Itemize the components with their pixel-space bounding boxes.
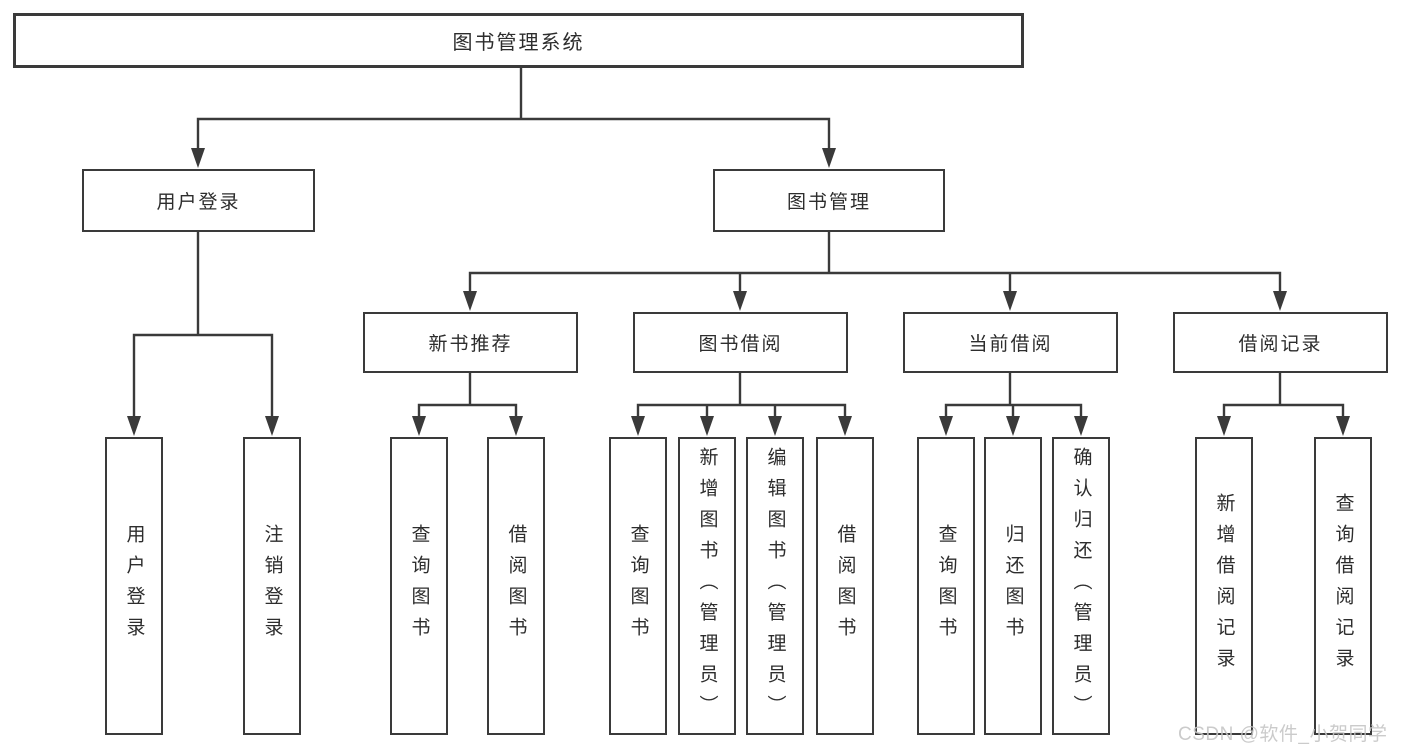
node-label: 当前借阅	[968, 334, 1053, 355]
arrow-down-icon	[1074, 416, 1088, 436]
arrow-down-icon	[265, 416, 279, 436]
connector-lines	[132, 66, 1345, 420]
arrow-down-icon	[463, 291, 477, 311]
node-book-management: 图书管理	[713, 169, 945, 232]
node-label: 借阅记录	[1238, 334, 1323, 355]
leaf-edit-books-admin: 编辑图书（管理员）	[746, 437, 804, 735]
node-label: 图书借阅	[698, 334, 783, 355]
arrow-down-icon	[631, 416, 645, 436]
arrow-down-icon	[700, 416, 714, 436]
leaf-logout: 注销登录	[243, 437, 301, 735]
node-label: 图书管理系统	[452, 32, 585, 54]
leaf-return-books: 归还图书	[984, 437, 1042, 735]
leaf-query-books-borrowing: 查询图书	[609, 437, 667, 735]
node-label: 归还图书	[1002, 524, 1024, 648]
leaf-query-borrow-record: 查询借阅记录	[1314, 437, 1372, 735]
node-label: 查询图书	[408, 524, 430, 648]
node-label: 查询图书	[935, 524, 957, 648]
arrow-down-icon	[822, 148, 836, 168]
node-label: 编辑图书（管理员）	[764, 446, 786, 726]
node-label: 查询借阅记录	[1332, 493, 1354, 679]
watermark: CSDN @软件_小贺同学	[1178, 724, 1388, 745]
node-borrowing-records: 借阅记录	[1173, 312, 1388, 373]
arrow-down-icon	[1003, 291, 1017, 311]
arrow-down-icon	[939, 416, 953, 436]
node-label: 用户登录	[123, 524, 145, 648]
leaf-borrow-books-recommend: 借阅图书	[487, 437, 545, 735]
node-label: 用户登录	[156, 192, 241, 213]
leaf-query-books-recommend: 查询图书	[390, 437, 448, 735]
leaf-add-borrow-record: 新增借阅记录	[1195, 437, 1253, 735]
arrow-down-icon	[768, 416, 782, 436]
arrow-down-icon	[127, 416, 141, 436]
arrow-down-icon	[838, 416, 852, 436]
leaf-user-login: 用户登录	[105, 437, 163, 735]
node-label: 新增借阅记录	[1213, 493, 1235, 679]
node-root: 图书管理系统	[13, 13, 1024, 68]
arrow-down-icon	[412, 416, 426, 436]
node-label: 新书推荐	[428, 334, 513, 355]
node-label: 借阅图书	[505, 524, 527, 648]
leaf-query-books-current: 查询图书	[917, 437, 975, 735]
node-label: 注销登录	[261, 524, 283, 648]
arrow-down-icon	[191, 148, 205, 168]
node-current-borrowing: 当前借阅	[903, 312, 1118, 373]
node-label: 图书管理	[786, 192, 871, 213]
node-label: 借阅图书	[834, 524, 856, 648]
leaf-confirm-return-admin: 确认归还（管理员）	[1052, 437, 1110, 735]
arrow-down-icon	[733, 291, 747, 311]
leaf-add-books-admin: 新增图书（管理员）	[678, 437, 736, 735]
arrow-down-icon	[1273, 291, 1287, 311]
arrow-down-icon	[509, 416, 523, 436]
arrow-down-icon	[1336, 416, 1350, 436]
node-label: 查询图书	[627, 524, 649, 648]
leaf-borrow-books-borrowing: 借阅图书	[816, 437, 874, 735]
node-book-borrowing: 图书借阅	[633, 312, 848, 373]
arrow-down-icon	[1006, 416, 1020, 436]
node-user-login: 用户登录	[82, 169, 315, 232]
node-new-book-recommend: 新书推荐	[363, 312, 578, 373]
node-label: 确认归还（管理员）	[1070, 446, 1092, 726]
node-label: 新增图书（管理员）	[696, 446, 718, 726]
arrow-down-icon	[1217, 416, 1231, 436]
